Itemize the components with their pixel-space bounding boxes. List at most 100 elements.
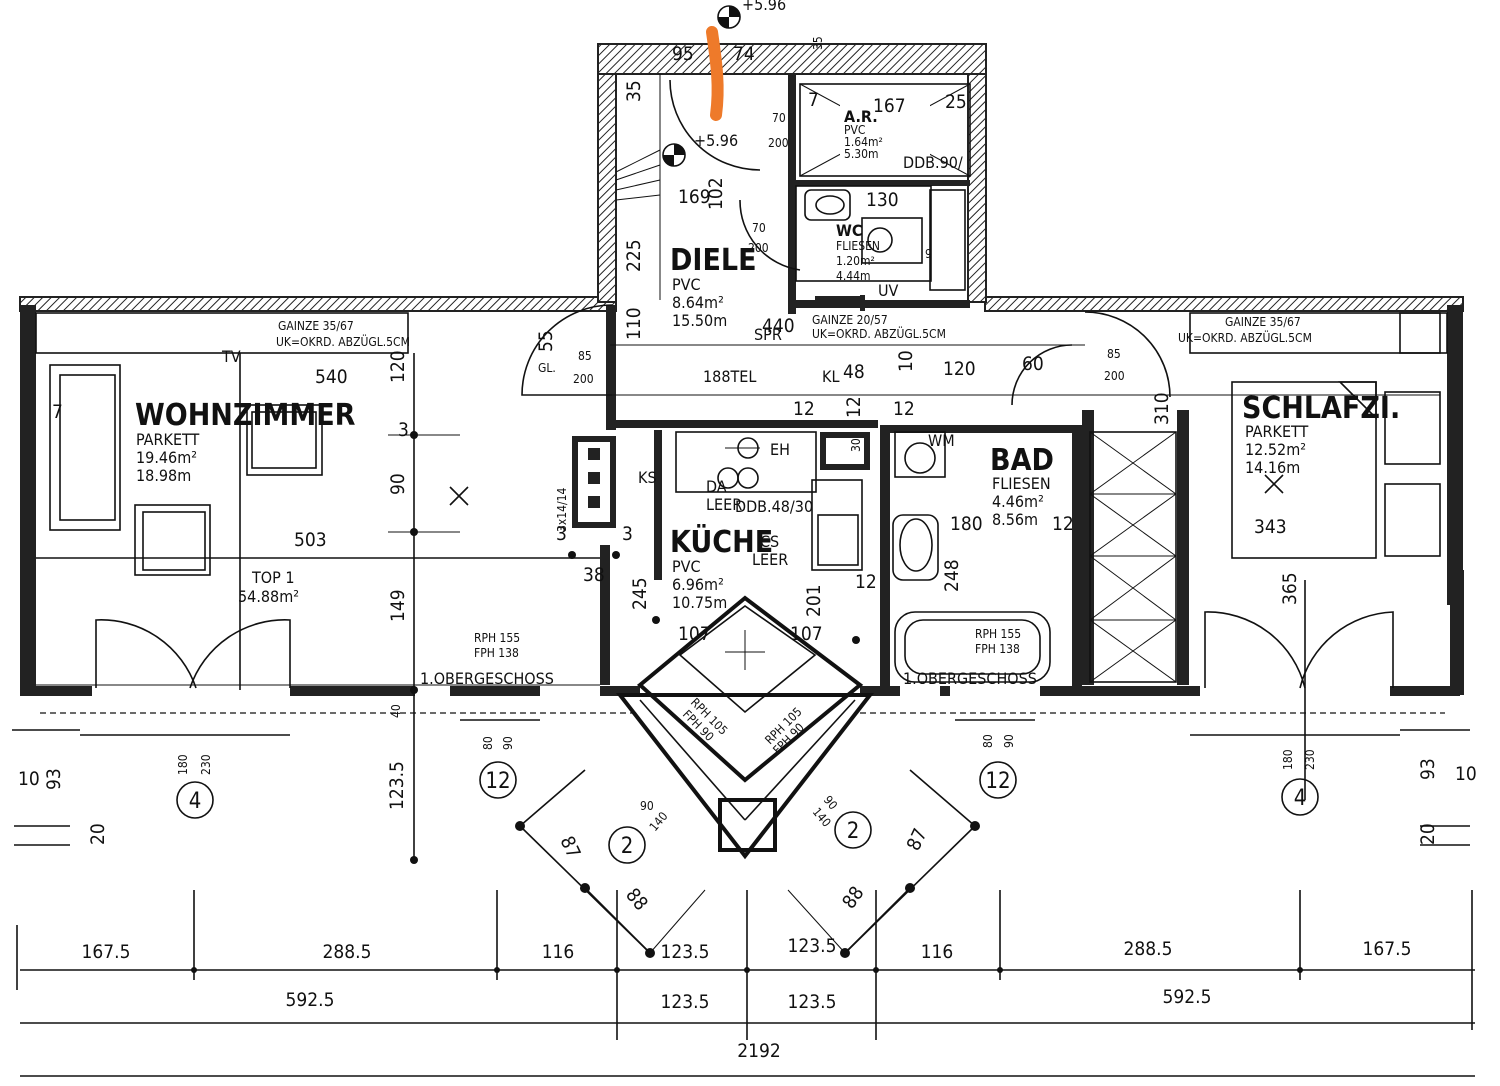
- ceiling-light-marks: [449, 474, 1284, 506]
- room-labels: WOHNZIMMER PARKETT 19.46m² 18.98m SCHLAF…: [135, 107, 1400, 612]
- dim-total: 2192: [737, 1040, 781, 1062]
- room-perimeter-schlafzimmer: 14.16m: [1245, 458, 1300, 477]
- interior-lines: [35, 74, 1448, 686]
- room-floor-ar: PVC: [844, 123, 865, 137]
- room-area-bad: 4.46m²: [992, 492, 1044, 511]
- dim-misc: 7: [52, 401, 63, 423]
- dim-misc: 343: [1254, 516, 1287, 538]
- room-perimeter-diele: 15.50m: [672, 311, 727, 330]
- dim-misc: 3: [556, 523, 567, 545]
- dim-misc: 20: [1417, 823, 1439, 845]
- dim-misc: 90: [640, 799, 654, 813]
- kl-label: KL: [822, 367, 839, 386]
- door-swings: [95, 79, 1394, 689]
- dim-misc: 10: [1455, 763, 1477, 785]
- annotations: 1.OBERGESCHOSS 1.OBERGESCHOSS GAINZE 35/…: [221, 0, 1312, 757]
- dim-row2-3: 123.5: [788, 991, 837, 1013]
- dim-misc: 48: [843, 361, 865, 383]
- dim-row2-1: 592.5: [286, 989, 335, 1011]
- fph-label-left: FPH 138: [474, 646, 519, 660]
- dim-misc: 120: [387, 350, 409, 383]
- ddb90-label: DDB.90/: [903, 153, 963, 172]
- dim-misc: 85: [1107, 347, 1121, 361]
- dim-misc: 200: [1104, 369, 1125, 383]
- room-perimeter-ar: 5.30m: [844, 147, 879, 161]
- dim-misc: 20: [87, 823, 109, 845]
- dim-misc: 9: [925, 247, 932, 261]
- dim-misc: 540: [315, 366, 348, 388]
- ddb48-label: DDB.48/30: [735, 497, 813, 516]
- dim-misc: 180: [950, 513, 983, 535]
- dim-misc: 40: [389, 704, 403, 718]
- tv-label: TV: [221, 347, 241, 366]
- room-area-kueche: 6.96m²: [672, 575, 724, 594]
- dim-misc: 90: [387, 473, 409, 495]
- uk-label-right: UK=OKRD. ABZÜGL.5CM: [1178, 329, 1312, 345]
- section-markers: 4 12 2 2 12 4: [176, 761, 1319, 864]
- gainze-label-mid: GAINZE 20/57: [812, 313, 888, 327]
- rph-label-left: RPH 155: [474, 631, 520, 645]
- room-area-diele: 8.64m²: [672, 293, 724, 312]
- marker-12-right: 12: [985, 769, 1010, 794]
- dim-misc: 167: [873, 95, 906, 117]
- dim-misc: 3: [398, 419, 409, 441]
- rph-label-right: RPH 155: [975, 627, 1021, 641]
- marker-4-left: 4: [189, 789, 202, 814]
- leer-label-2: LEER: [752, 550, 788, 569]
- room-name-schlafzimmer: SCHLAFZI.: [1242, 391, 1400, 426]
- uk-label-mid: UK=OKRD. ABZÜGL.5CM: [812, 325, 946, 341]
- room-perimeter-wohnzimmer: 18.98m: [136, 466, 191, 485]
- dim-misc: 200: [573, 372, 594, 386]
- dim-misc: 12: [843, 396, 865, 418]
- dim-misc: 25: [945, 91, 967, 113]
- room-floor-diele: PVC: [672, 275, 701, 294]
- ks-label: KS: [638, 468, 657, 487]
- gainze-label-right: GAINZE 35/67: [1225, 315, 1301, 329]
- dim-misc: 503: [294, 529, 327, 551]
- dim-misc: 149: [387, 589, 409, 622]
- dim-misc: 74: [733, 43, 755, 65]
- room-perimeter-wc: 4.44m: [836, 269, 871, 283]
- room-area-wc: 1.20m²: [836, 254, 875, 268]
- dim-misc: 130: [866, 189, 899, 211]
- dim-misc: 10: [895, 350, 917, 372]
- dim-misc: 80: [481, 736, 495, 750]
- dim-row2-2: 123.5: [661, 991, 710, 1013]
- dim-misc: 70: [752, 221, 766, 235]
- dim-misc: 95: [672, 43, 694, 65]
- marker-2-right: 2: [847, 819, 860, 844]
- dim-misc: 180: [176, 754, 190, 775]
- dim-misc: 87: [903, 825, 932, 854]
- room-floor-schlafzimmer: PARKETT: [1245, 422, 1309, 441]
- dim-misc: 93: [43, 768, 65, 790]
- dim-misc: 440: [762, 315, 795, 337]
- uk-label-left: UK=OKRD. ABZÜGL.5CM: [276, 333, 410, 349]
- dim-misc: 87: [555, 833, 584, 862]
- dim-misc: 12: [893, 398, 915, 420]
- dim-misc: 30: [849, 438, 863, 452]
- dim-misc: 180: [1281, 749, 1295, 770]
- dim-bottom-1: 167.5: [82, 941, 131, 963]
- room-area-wohnzimmer: 19.46m²: [136, 448, 197, 467]
- marker-4-right: 4: [1294, 786, 1307, 811]
- gainze-label-left: GAINZE 35/67: [278, 319, 354, 333]
- marker-12-left: 12: [485, 769, 510, 794]
- dim-misc: 10: [18, 768, 40, 790]
- dim-misc: 70: [772, 111, 786, 125]
- dimension-ticks: [191, 431, 1303, 973]
- dim-misc: 60: [1022, 353, 1044, 375]
- interior-walls: [572, 74, 1189, 690]
- room-name-kueche: KÜCHE: [670, 523, 773, 560]
- exterior-walls: [19, 43, 1464, 696]
- wm-label: WM: [928, 431, 955, 450]
- unit-area: 54.88m²: [238, 587, 299, 606]
- room-name-ar: A.R.: [844, 107, 878, 126]
- dim-misc: 90: [501, 736, 515, 750]
- elevation-icon: [662, 5, 741, 167]
- dim-misc: 110: [623, 307, 645, 340]
- room-name-wohnzimmer: WOHNZIMMER: [135, 398, 356, 433]
- dim-misc: 225: [623, 239, 645, 272]
- dim-row2-4: 592.5: [1163, 986, 1212, 1008]
- dim-misc: 88: [838, 882, 868, 912]
- room-perimeter-bad: 8.56m: [992, 510, 1038, 529]
